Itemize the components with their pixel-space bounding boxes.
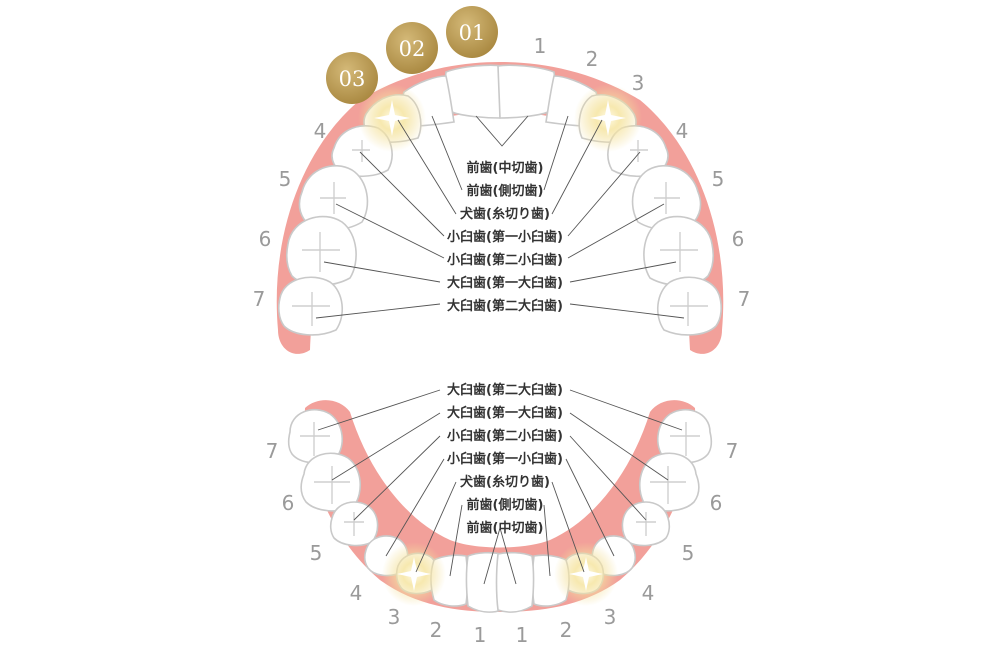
upper-left-numbers: 1 2 3 4 5 6 7 4 5 6 7	[253, 34, 751, 311]
lower-label-lateral-incisor: 前歯(側切歯)	[467, 497, 544, 513]
upper-right-first-molar[interactable]	[643, 215, 714, 287]
upper-left-number-6: 6	[259, 227, 272, 251]
lower-left-groove-7	[300, 422, 330, 456]
upper-leader-lines	[315, 115, 685, 319]
badges: 01 02 03	[326, 6, 498, 104]
upper-left-central-incisor[interactable]	[444, 64, 503, 119]
badge-02-label: 02	[399, 37, 426, 61]
upper-label-central-incisor: 前歯(中切歯)	[467, 160, 544, 176]
lower-right-groove-5	[636, 512, 656, 536]
upper-left-first-molar[interactable]	[286, 215, 357, 287]
upper-right-number-2: 2	[586, 47, 599, 71]
lower-labels: 大臼歯(第二大臼歯) 大臼歯(第一大臼歯) 小臼歯(第二小臼歯) 小臼歯(第一小…	[447, 382, 563, 536]
lower-label-first-molar: 大臼歯(第一大臼歯)	[447, 405, 563, 421]
upper-labels: 前歯(中切歯) 前歯(側切歯) 犬歯(糸切り歯) 小臼歯(第一小臼歯) 小臼歯(…	[447, 160, 563, 314]
lower-label-second-molar: 大臼歯(第二大臼歯)	[447, 382, 563, 398]
lower-leader-lines	[317, 389, 683, 585]
upper-left-number-4: 4	[314, 119, 327, 143]
lower-left-number-7: 7	[266, 439, 279, 463]
lower-right-number-4: 4	[642, 581, 655, 605]
badge-01-label: 01	[459, 21, 486, 45]
upper-left-groove-5	[320, 182, 346, 214]
upper-left-number-5: 5	[279, 167, 292, 191]
upper-right-groove-7	[670, 292, 708, 326]
badge-03-label: 03	[339, 67, 366, 91]
lower-left-number-4: 4	[350, 581, 363, 605]
upper-right-number-5: 5	[712, 167, 725, 191]
upper-left-number-7: 7	[253, 287, 266, 311]
badge-02[interactable]	[386, 22, 438, 74]
lower-left-groove-6	[314, 466, 350, 504]
badge-01[interactable]	[446, 6, 498, 58]
lower-right-number-5: 5	[682, 541, 695, 565]
upper-left-groove-7	[292, 292, 330, 326]
lower-right-number-3: 3	[604, 605, 617, 629]
upper-left-sparkle-icon	[374, 100, 410, 136]
upper-right-groove-4	[630, 140, 648, 162]
lower-label-central-incisor: 前歯(中切歯)	[467, 520, 544, 536]
lower-right-sparkle-icon	[569, 557, 603, 591]
upper-label-second-premolar: 小臼歯(第二小臼歯)	[447, 252, 563, 268]
upper-label-canine: 犬歯(糸切り歯)	[460, 206, 550, 222]
lower-label-first-premolar: 小臼歯(第一小臼歯)	[447, 451, 563, 467]
lower-right-groove-7	[670, 422, 700, 456]
lower-left-number-6: 6	[282, 491, 295, 515]
upper-label-second-molar: 大臼歯(第二大臼歯)	[447, 298, 563, 314]
upper-right-number-6: 6	[732, 227, 745, 251]
lower-left-number-1: 1	[474, 623, 487, 647]
lower-numbers: 7 6 5 4 3 2 1 1 2 3 4 5 6 7	[266, 439, 739, 647]
lower-label-canine: 犬歯(糸切り歯)	[460, 474, 550, 490]
lower-left-number-5: 5	[310, 541, 323, 565]
lower-left-groove-5	[344, 512, 364, 536]
lower-right-number-1: 1	[516, 623, 529, 647]
badge-03[interactable]	[326, 52, 378, 104]
upper-left-groove-6	[302, 232, 340, 272]
upper-right-number-3: 3	[632, 71, 645, 95]
lower-left-number-2: 2	[430, 618, 443, 642]
upper-label-first-premolar: 小臼歯(第一小臼歯)	[447, 229, 563, 245]
lower-right-number-7: 7	[726, 439, 739, 463]
lower-right-groove-6	[650, 466, 686, 504]
upper-right-number-4: 4	[676, 119, 689, 143]
lower-right-number-2: 2	[560, 618, 573, 642]
upper-right-groove-6	[660, 232, 698, 272]
lower-label-second-premolar: 小臼歯(第二小臼歯)	[447, 428, 563, 444]
upper-label-lateral-incisor: 前歯(側切歯)	[467, 183, 544, 199]
upper-left-groove-4	[352, 140, 370, 162]
upper-right-sparkle-icon	[590, 100, 626, 136]
lower-left-sparkle-icon	[397, 557, 431, 591]
upper-right-groove-5	[654, 182, 680, 214]
upper-label-first-molar: 大臼歯(第一大臼歯)	[447, 275, 563, 291]
lower-left-number-3: 3	[388, 605, 401, 629]
upper-jaw: 前歯(中切歯) 前歯(側切歯) 犬歯(糸切り歯) 小臼歯(第一小臼歯) 小臼歯(…	[253, 6, 751, 354]
upper-right-central-incisor[interactable]	[497, 64, 556, 119]
lower-jaw: 大臼歯(第二大臼歯) 大臼歯(第一大臼歯) 小臼歯(第二小臼歯) 小臼歯(第一小…	[266, 382, 739, 647]
upper-right-number-1: 1	[534, 34, 547, 58]
lower-right-number-6: 6	[710, 491, 723, 515]
lower-right-central-incisor[interactable]	[495, 551, 535, 613]
upper-right-number-7: 7	[738, 287, 751, 311]
